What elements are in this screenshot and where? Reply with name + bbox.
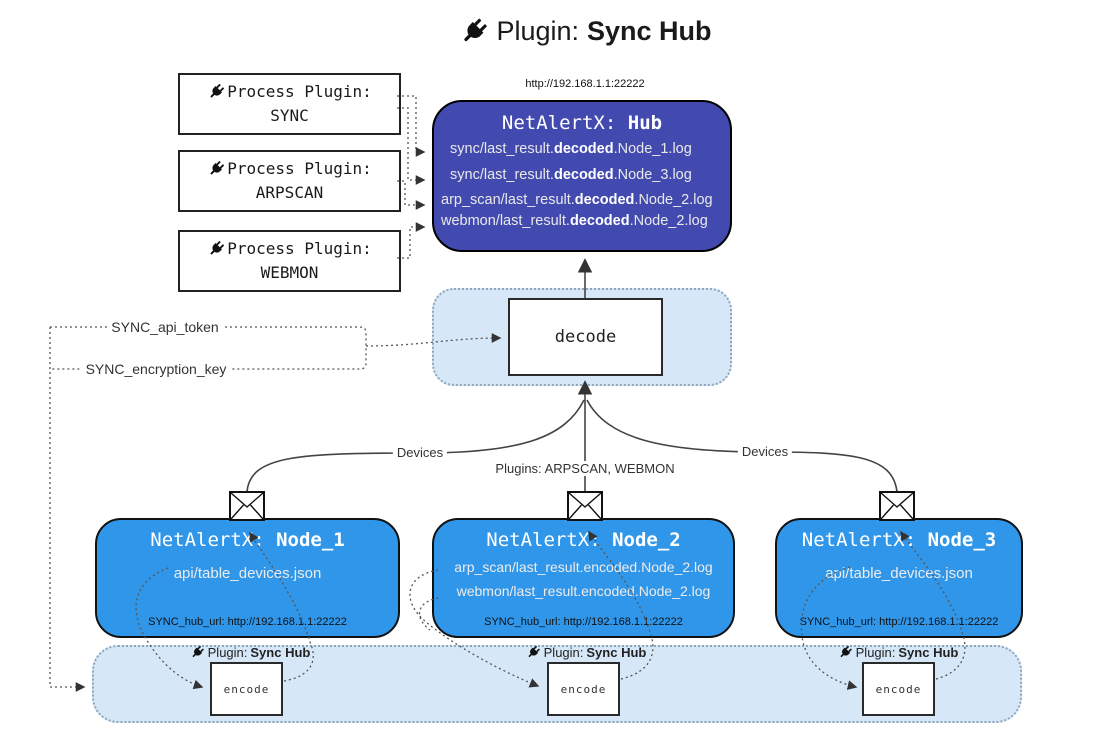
encode-box: encode: [547, 662, 620, 716]
plug-icon: [190, 645, 205, 660]
hub-box: NetAlertX: Hub sync/last_result.decoded.…: [432, 100, 732, 252]
encode-box: encode: [862, 662, 935, 716]
band-plugin-label: Plugin:Sync Hub: [190, 645, 310, 660]
title-name: Sync Hub: [587, 16, 712, 46]
page-title: Plugin: Sync Hub: [458, 16, 712, 47]
band-plugin-label: Plugin:Sync Hub: [526, 645, 646, 660]
process-plugin-name: ARPSCAN: [255, 183, 324, 202]
connector-sync-to-hub-line1: [397, 95, 426, 157]
envelope-icon-node3: [879, 491, 915, 521]
connector-config-to-band: [49, 327, 86, 692]
hub-title: NetAlertX: Hub: [501, 112, 663, 134]
process-plugin-name: WEBMON: [260, 263, 319, 282]
plug-icon: [207, 160, 225, 178]
plug-icon: [526, 645, 541, 660]
config-label-api-token: SYNC_api_token: [107, 319, 223, 335]
envelope-icon-node2: [567, 491, 603, 521]
process-plugin-box-sync: Process Plugin: SYNC: [178, 73, 401, 135]
process-plugin-box-arpscan: Process Plugin: ARPSCAN: [178, 150, 401, 212]
node-file-line: arp_scan/last_result.encoded.Node_2.log: [454, 559, 713, 575]
config-label-encryption-key: SYNC_encryption_key: [81, 361, 231, 377]
process-plugin-name: SYNC: [270, 106, 309, 125]
edge-label-devices-left: Devices: [392, 445, 448, 460]
envelope-icon-node1: [229, 491, 265, 521]
node-file-line: webmon/last_result.encoded.Node_2.log: [456, 583, 711, 599]
node-hub-url-label: SYNC_hub_url: http://192.168.1.1:22222: [799, 616, 999, 628]
connector-sync-to-hub-line2: [397, 107, 426, 185]
process-plugin-box-webmon: Process Plugin: WEBMON: [178, 230, 401, 292]
hub-url-label: http://192.168.1.1:22222: [525, 78, 645, 90]
node-hub-url-label: SYNC_hub_url: http://192.168.1.1:22222: [148, 616, 347, 628]
band-plugin-label: Plugin:Sync Hub: [838, 645, 958, 660]
node-box-node2: NetAlertX: Node_2 arp_scan/last_result.e…: [432, 518, 735, 638]
plug-icon: [207, 83, 225, 101]
hub-file-line: sync/last_result.decoded.Node_3.log: [450, 167, 692, 183]
hub-file-line: arp_scan/last_result.decoded.Node_2.log: [441, 192, 713, 208]
encode-box: encode: [210, 662, 283, 716]
process-plugin-label: Process Plugin:: [227, 82, 372, 101]
node-box-node1: NetAlertX: Node_1 api/table_devices.json…: [95, 518, 400, 638]
decode-box: decode: [508, 298, 663, 376]
decode-label: decode: [554, 327, 617, 347]
encode-label: encode: [223, 682, 270, 696]
edge-label-plugins-center: Plugins: ARPSCAN, WEBMON: [491, 461, 679, 476]
plug-icon: [207, 240, 225, 258]
edge-label-devices-right: Devices: [737, 444, 793, 459]
node-file-line: api/table_devices.json: [173, 565, 322, 582]
process-plugin-label: Process Plugin:: [227, 159, 372, 178]
title-prefix: Plugin:: [496, 16, 580, 46]
process-plugin-label: Process Plugin:: [227, 239, 372, 258]
plug-icon: [458, 17, 488, 47]
node-hub-url-label: SYNC_hub_url: http://192.168.1.1:22222: [484, 616, 683, 628]
node-box-node3: NetAlertX: Node_3 api/table_devices.json…: [775, 518, 1023, 638]
hub-file-line: webmon/last_result.decoded.Node_2.log: [441, 213, 708, 229]
encode-label: encode: [875, 682, 922, 696]
node-file-line: api/table_devices.json: [825, 565, 973, 582]
hub-file-line: sync/last_result.decoded.Node_1.log: [450, 141, 692, 157]
connector-webmon-to-hub: [397, 222, 426, 259]
node-title: NetAlertX: Node_2: [486, 529, 681, 551]
node-title: NetAlertX: Node_3: [801, 529, 997, 551]
node-title: NetAlertX: Node_1: [150, 529, 345, 551]
plug-icon: [838, 645, 853, 660]
connector-arpscan-to-hub: [397, 180, 426, 210]
encode-label: encode: [560, 682, 607, 696]
